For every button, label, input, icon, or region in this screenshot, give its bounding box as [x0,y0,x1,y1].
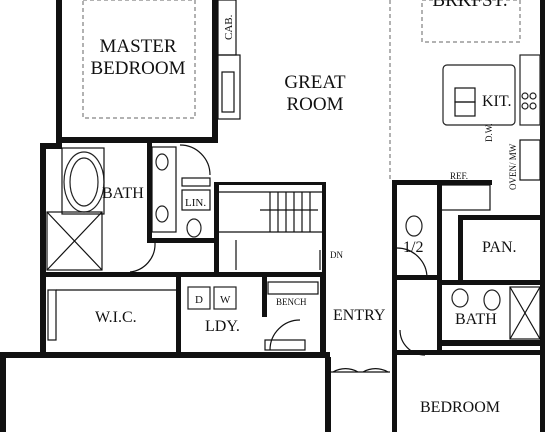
bath2-label: BATH [455,311,497,328]
half-bath-label: 1/2 [403,239,423,256]
washer-label: W [220,294,231,306]
down-label: DN [330,250,343,260]
pantry-label: PAN. [482,239,517,256]
great-room-label-line1: GREAT [284,72,346,93]
breakfast-label: BRKFST. [432,0,507,11]
master-bedroom-label-line2: BEDROOM [90,58,185,79]
linen-label: LIN. [185,197,206,209]
laundry-label: LDY. [205,318,240,335]
wic-label: W.I.C. [95,309,137,326]
bench-label: BENCH [276,297,307,307]
dryer-label: D [195,294,203,306]
master-bedroom-label-line1: MASTER [99,36,176,57]
stair [219,191,322,270]
bedroom-label: BEDROOM [420,399,500,416]
oven-mw-label: OVEN/ MW [508,143,518,190]
refrigerator-label: REF. [450,171,468,181]
dishwasher-label: D.W. [484,123,494,142]
entry-label: ENTRY [333,307,386,324]
cabinet-label: CAB. [223,14,235,40]
master-bath-label: BATH [102,185,144,202]
kitchen-label: KIT. [482,93,511,110]
great-room-label-line2: ROOM [286,94,343,115]
